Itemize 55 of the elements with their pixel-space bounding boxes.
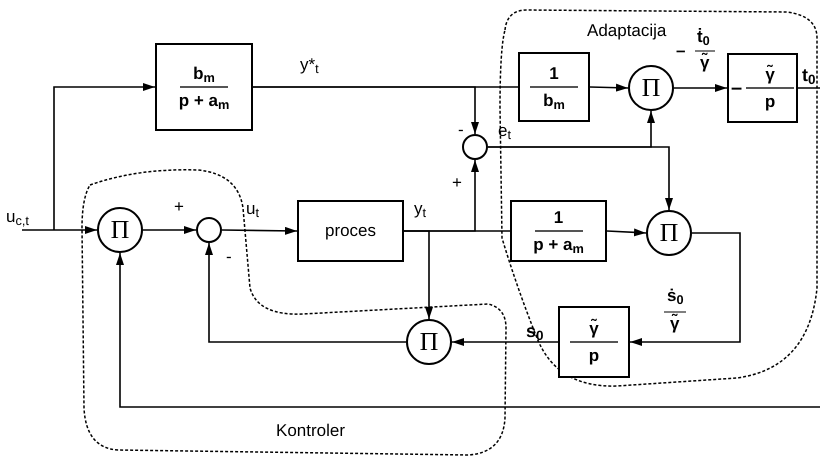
fraction-term: ṫ$_{0}$ <box>697 27 710 46</box>
numerator: γ̃ <box>588 318 600 340</box>
minus-sign: – <box>730 76 742 101</box>
fraction-term: γ̃ <box>700 53 710 72</box>
signal-arrow <box>22 226 97 234</box>
process-box <box>297 200 404 262</box>
summing-junction <box>462 134 488 160</box>
sign-label: - <box>226 247 232 266</box>
signal-label: s$_{0}$ <box>526 321 544 341</box>
signal-label: y*$_{t}$ <box>300 55 319 74</box>
signal-label: t$_{0}$ <box>802 65 816 85</box>
denominator: b$_{m}$ <box>542 90 566 111</box>
signal-arrow <box>452 338 558 346</box>
signal-label: u$_{c,t}$ <box>6 207 29 226</box>
transfer-function-box <box>518 52 590 122</box>
denominator: p + a$_{m}$ <box>178 90 230 111</box>
sign-label: - <box>458 120 464 139</box>
transfer-function-box <box>155 43 253 131</box>
fraction-term: γ̃ <box>670 314 680 333</box>
signal-arrow <box>53 83 155 230</box>
signal-label: u$_{t}$ <box>246 199 260 218</box>
numerator: 1 <box>548 63 560 84</box>
transfer-function-box <box>727 53 798 123</box>
signal-arrow <box>253 86 479 134</box>
signal-arrow <box>606 228 646 236</box>
signal-arrow <box>205 243 406 343</box>
summing-junction <box>196 217 222 243</box>
denominator: p + a$_{m}$ <box>532 234 585 255</box>
numerator: b$_{m}$ <box>192 63 216 84</box>
signal-arrow <box>143 226 196 234</box>
signal-arrow <box>222 226 298 235</box>
signal-arrow <box>116 253 820 408</box>
denominator: p <box>764 90 776 112</box>
signal-arrow <box>404 230 433 319</box>
sign-label: + <box>174 197 184 216</box>
operator-symbol: Π <box>642 75 660 101</box>
signal-label: y$_{t}$ <box>414 199 426 218</box>
fraction-term: ṡ$_{0}$ <box>667 286 684 305</box>
minus-sign: – <box>676 41 686 60</box>
transfer-function-box <box>558 306 630 378</box>
signal-arrow <box>674 84 727 92</box>
operator-symbol: Π <box>660 220 678 246</box>
block-label: proces <box>324 220 376 242</box>
denominator: p <box>588 344 600 366</box>
signal-arrow <box>630 232 741 346</box>
numerator: 1 <box>552 207 564 228</box>
region-label: Adaptacija <box>587 21 666 40</box>
numerator: γ̃ <box>764 64 776 86</box>
signal-arrow <box>590 84 628 92</box>
sign-label: + <box>452 173 462 192</box>
signal-arrow <box>488 146 673 210</box>
operator-symbol: Π <box>110 217 130 243</box>
transfer-function-box <box>510 200 607 262</box>
operator-symbol: Π <box>420 329 438 355</box>
region-label: Kontroler <box>276 421 345 440</box>
